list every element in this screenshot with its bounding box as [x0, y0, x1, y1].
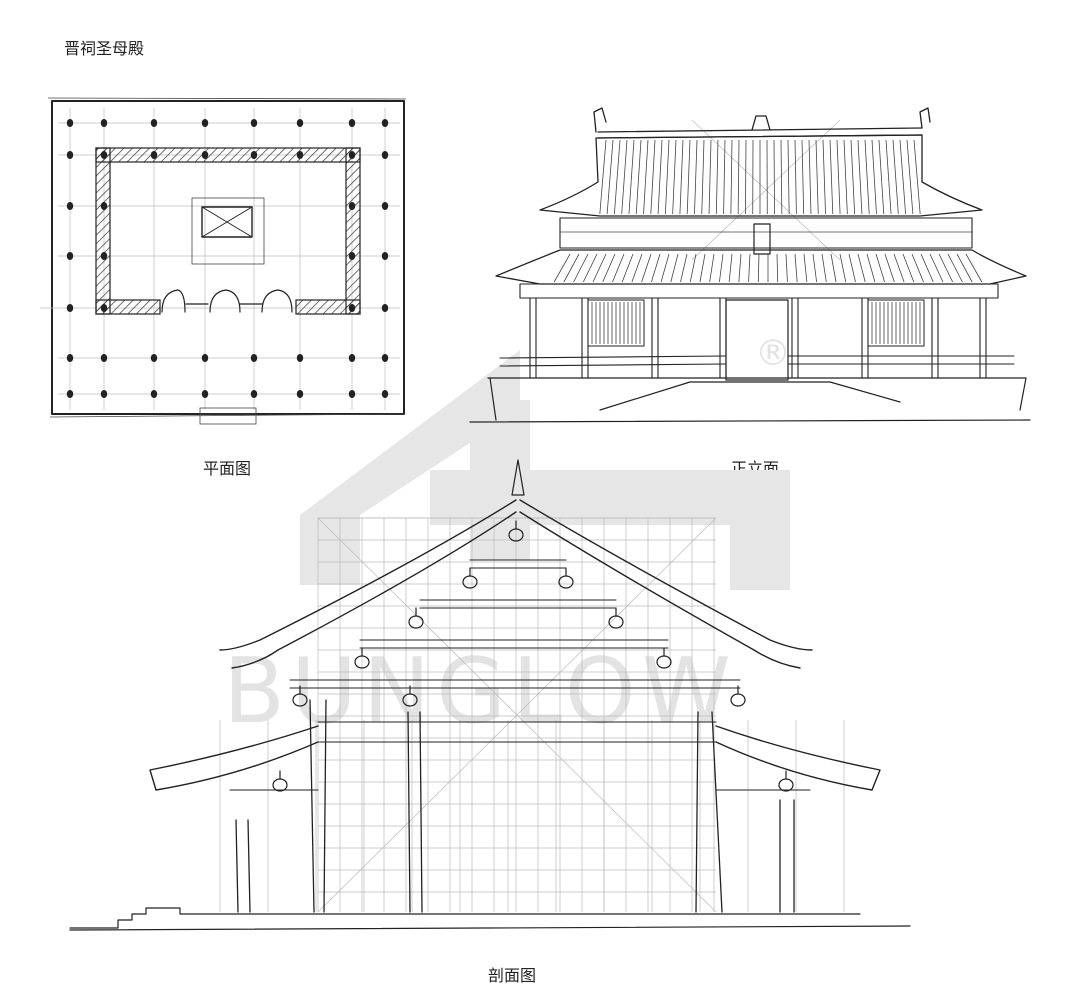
plan-column [150, 390, 158, 398]
plan-column [100, 252, 108, 260]
plan-column [296, 119, 304, 127]
plan-column [381, 119, 389, 127]
elevation-podium [469, 377, 1031, 423]
plan-column [296, 354, 304, 362]
plan-column [296, 151, 304, 159]
section-bracket [656, 655, 672, 669]
section-columns [235, 699, 795, 913]
plan-column [201, 354, 209, 362]
plan-column [66, 354, 74, 362]
elevation-upper-roof [539, 134, 983, 217]
section-grid [219, 517, 845, 912]
elevation-railing [499, 355, 1015, 367]
section-ground [69, 907, 911, 931]
section-beams [229, 559, 811, 791]
plan-column [250, 390, 258, 398]
elevation-lower-brackets [519, 283, 999, 299]
plan-column [201, 390, 209, 398]
section-bracket [730, 693, 746, 707]
plan-doors [161, 289, 293, 313]
elevation-main-door [725, 299, 789, 381]
elevation-plaque [753, 223, 771, 255]
plan-column [348, 202, 356, 210]
plan-column [381, 202, 389, 210]
section-label: 剖面图 [488, 966, 537, 985]
plan-column [381, 390, 389, 398]
plan-column [100, 151, 108, 159]
plan-column [348, 252, 356, 260]
elevation-upper-brackets [559, 217, 973, 249]
section-finial [511, 459, 525, 496]
plan-column [381, 304, 389, 312]
section-bracket [272, 778, 288, 792]
plan-columns [66, 119, 389, 398]
plan-column [250, 119, 258, 127]
elevation-right-lattice [867, 299, 925, 347]
plan-walls [95, 147, 361, 315]
elevation-left-lattice [587, 299, 645, 347]
plan-column [66, 151, 74, 159]
plan-column [348, 354, 356, 362]
plan-column [66, 390, 74, 398]
plan-column [348, 151, 356, 159]
section-bracket [402, 693, 418, 707]
plan-column [296, 390, 304, 398]
section-bracket [462, 575, 478, 589]
plan-column [348, 304, 356, 312]
plan-column [348, 119, 356, 127]
plan-label: 平面图 [203, 459, 252, 478]
plan-platform [191, 197, 265, 265]
plan-column [348, 390, 356, 398]
plan-column [66, 304, 74, 312]
plan-column [381, 354, 389, 362]
plan-column [100, 119, 108, 127]
plan-column [381, 151, 389, 159]
plan-column [201, 151, 209, 159]
section-bracket [292, 693, 308, 707]
plan-column [381, 252, 389, 260]
plan-column [150, 119, 158, 127]
section-bracket [408, 615, 424, 629]
plan-column [100, 354, 108, 362]
plan-steps [199, 407, 257, 425]
plan-column [100, 304, 108, 312]
plan-column [250, 151, 258, 159]
plan-column [66, 202, 74, 210]
section-bracket [558, 575, 574, 589]
plan-column [250, 354, 258, 362]
plan-column [100, 390, 108, 398]
page-title: 晋祠圣母殿 [64, 39, 145, 58]
plan-column [100, 202, 108, 210]
section-upper-roof [219, 499, 813, 669]
plan-column [66, 119, 74, 127]
plan-column [201, 119, 209, 127]
plan-column [150, 354, 158, 362]
plan-column [150, 151, 158, 159]
section-brackets [272, 520, 794, 792]
plan-column [66, 252, 74, 260]
section-bracket [778, 778, 794, 792]
section-lower-roof [149, 725, 881, 791]
plan-altar [201, 206, 253, 238]
